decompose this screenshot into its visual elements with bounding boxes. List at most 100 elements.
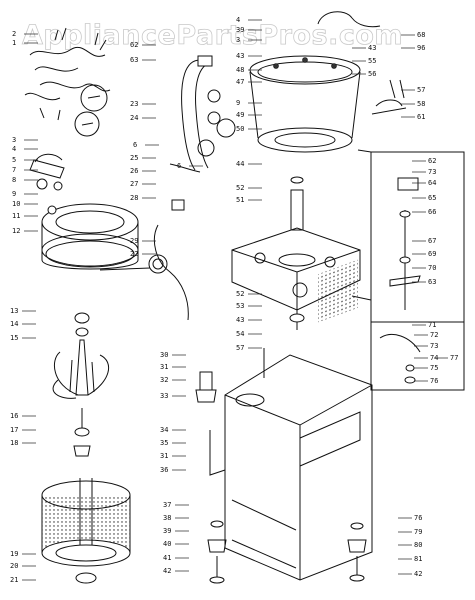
callout-c76a: 76 bbox=[430, 377, 438, 385]
callout-c66: 66 bbox=[428, 208, 436, 216]
callout-c81: 81 bbox=[414, 555, 422, 563]
callout-c14: 14 bbox=[10, 320, 18, 328]
detail-inset bbox=[351, 149, 465, 391]
callout-c21: 21 bbox=[10, 576, 18, 584]
callout-c37: 37 bbox=[163, 501, 171, 509]
callout-c71: 71 bbox=[428, 321, 436, 329]
callout-c38: 38 bbox=[163, 514, 171, 522]
callout-c49: 49 bbox=[236, 111, 244, 119]
callout-c48: 48 bbox=[236, 66, 244, 74]
callout-c28: 28 bbox=[130, 194, 138, 202]
callout-c73a: 73 bbox=[428, 168, 436, 176]
wash-basket bbox=[41, 478, 131, 584]
callout-c43c: 43 bbox=[236, 316, 244, 324]
callout-c57b: 57 bbox=[236, 344, 244, 352]
callout-c58: 58 bbox=[417, 100, 425, 108]
callout-c77: 77 bbox=[450, 354, 458, 362]
wire-harness bbox=[24, 27, 111, 137]
callout-c80: 80 bbox=[414, 541, 422, 549]
agitator bbox=[52, 312, 110, 399]
callout-c79: 79 bbox=[414, 528, 422, 536]
callout-c4b: 4 bbox=[236, 16, 240, 24]
callout-c33: 33 bbox=[160, 392, 168, 400]
transmission bbox=[231, 176, 361, 330]
callout-c23: 23 bbox=[130, 100, 138, 108]
callout-c32: 32 bbox=[160, 376, 168, 384]
watermark-text: AppliancePartsPros.com bbox=[22, 20, 403, 51]
motor-assembly bbox=[195, 348, 265, 407]
tub-ring bbox=[41, 203, 139, 270]
leveling-legs-left bbox=[207, 520, 227, 584]
callout-c54: 54 bbox=[236, 330, 244, 338]
callout-c10: 10 bbox=[12, 200, 20, 208]
vent-tube bbox=[99, 199, 189, 321]
callout-c53: 53 bbox=[236, 302, 244, 310]
callout-c5: 5 bbox=[12, 156, 16, 164]
callout-c44: 44 bbox=[236, 160, 244, 168]
callout-c8: 8 bbox=[12, 176, 16, 184]
callout-c40: 40 bbox=[163, 540, 171, 548]
callout-c18: 18 bbox=[10, 439, 18, 447]
drain-hose bbox=[169, 55, 236, 173]
callout-c42a: 42 bbox=[163, 567, 171, 575]
callout-c75: 75 bbox=[430, 364, 438, 372]
callout-c9: 9 bbox=[12, 190, 16, 198]
callout-c34: 34 bbox=[160, 426, 168, 434]
callout-c19: 19 bbox=[10, 550, 18, 558]
callout-c62a: 62 bbox=[130, 41, 138, 49]
callout-c96: 96 bbox=[417, 44, 425, 52]
callout-c68: 68 bbox=[417, 31, 425, 39]
callout-c35: 35 bbox=[160, 439, 168, 447]
callout-c51: 51 bbox=[236, 196, 244, 204]
callout-c52b: 52 bbox=[236, 290, 244, 298]
callout-c63: 63 bbox=[130, 56, 138, 64]
callout-c22: 22 bbox=[130, 250, 138, 258]
drive-bell-parts bbox=[73, 408, 91, 457]
leveling-legs-right bbox=[347, 522, 367, 582]
callout-labels: 2134578910111213141516171819202162632324… bbox=[10, 16, 458, 584]
callout-c9b: 9 bbox=[236, 99, 240, 107]
callout-c4: 4 bbox=[12, 145, 16, 153]
callout-c6: 6 bbox=[133, 141, 137, 149]
callout-c17: 17 bbox=[10, 426, 18, 434]
callout-c3: 3 bbox=[12, 136, 16, 144]
callout-c73b: 73 bbox=[430, 342, 438, 350]
outer-tub bbox=[249, 11, 381, 153]
callout-c56: 56 bbox=[368, 70, 376, 78]
callout-c62b: 62 bbox=[428, 157, 436, 165]
callout-c31b: 31 bbox=[160, 452, 168, 460]
callout-c20: 20 bbox=[10, 562, 18, 570]
callout-c72: 72 bbox=[430, 331, 438, 339]
callout-c67: 67 bbox=[428, 237, 436, 245]
callout-c11: 11 bbox=[12, 212, 20, 220]
callout-c30: 30 bbox=[160, 351, 168, 359]
callout-c50: 50 bbox=[236, 125, 244, 133]
callout-c25: 25 bbox=[130, 154, 138, 162]
callout-c43b: 43 bbox=[368, 44, 376, 52]
callout-c39b: 39 bbox=[163, 527, 171, 535]
cabinet bbox=[209, 259, 373, 581]
callout-c31a: 31 bbox=[160, 363, 168, 371]
callout-c12: 12 bbox=[12, 227, 20, 235]
callout-c76b: 76 bbox=[414, 514, 422, 522]
callout-c63b: 63 bbox=[428, 278, 436, 286]
callout-c42b: 42 bbox=[414, 570, 422, 578]
callout-c55: 55 bbox=[368, 57, 376, 65]
hose-fittings bbox=[29, 153, 65, 191]
callout-c13: 13 bbox=[10, 307, 18, 315]
callout-c36: 36 bbox=[160, 466, 168, 474]
callout-c64: 64 bbox=[428, 179, 436, 187]
callout-c57: 57 bbox=[417, 86, 425, 94]
callout-c3b: 3 bbox=[236, 36, 240, 44]
callout-c47: 47 bbox=[236, 78, 244, 86]
callout-c27: 27 bbox=[130, 180, 138, 188]
callout-c52a: 52 bbox=[236, 184, 244, 192]
callout-c7: 7 bbox=[12, 166, 16, 174]
callout-c1: 1 bbox=[12, 39, 16, 47]
callout-c2: 2 bbox=[12, 30, 16, 38]
callout-c24: 24 bbox=[130, 114, 138, 122]
callout-c6b: 6 bbox=[177, 162, 181, 170]
callout-c39a: 39 bbox=[236, 26, 244, 34]
callout-c61: 61 bbox=[417, 113, 425, 121]
